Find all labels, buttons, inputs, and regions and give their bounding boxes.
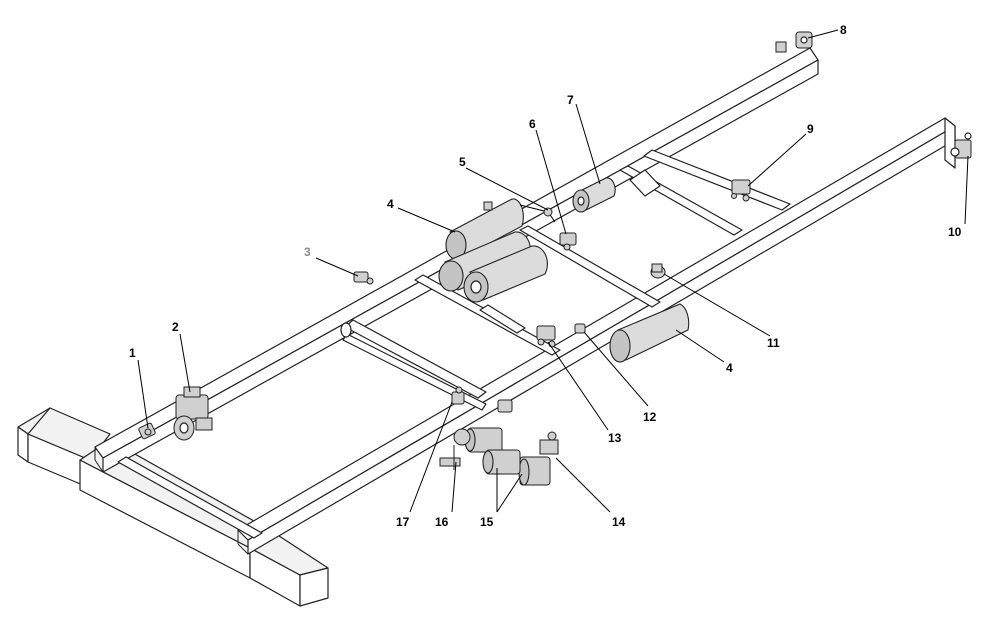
air-tank-cluster	[438, 231, 548, 303]
callout-12: 12	[643, 410, 657, 424]
callout-6: 6	[529, 117, 536, 131]
callout-11: 11	[767, 336, 780, 350]
component-6-valve	[559, 232, 577, 251]
component-13-valve	[536, 325, 556, 348]
component-7-air-tank	[572, 177, 616, 213]
callout-7: 7	[567, 93, 574, 107]
leader-lines	[137, 29, 969, 513]
callout-17: 17	[396, 515, 410, 529]
right-frame-rail	[237, 117, 956, 555]
cross-members	[117, 149, 791, 539]
callout-13: 13	[608, 431, 622, 445]
component-2-compressor	[173, 386, 213, 441]
callout-8: 8	[840, 23, 847, 37]
component-16-valve	[439, 428, 471, 470]
callout-1: 1	[129, 346, 136, 360]
component-5-pipe	[519, 204, 556, 223]
callout-2: 2	[172, 320, 179, 334]
callout-15: 15	[480, 515, 494, 529]
callout-4a: 4	[387, 197, 394, 211]
component-1-valve	[138, 422, 156, 440]
component-9-valve	[731, 179, 751, 202]
component-11-valve	[650, 263, 666, 279]
callout-10: 10	[948, 225, 962, 239]
component-12-valve	[574, 323, 586, 334]
callout-5: 5	[459, 155, 466, 169]
callout-labels: 1 2 3 4 4 5 6 7 8 9 10 11 12 13 14 15 16…	[129, 23, 962, 529]
component-10-mount	[950, 132, 972, 159]
callout-9: 9	[807, 122, 814, 136]
callout-16: 16	[435, 515, 449, 529]
component-14-chamber	[518, 431, 559, 486]
component-17-valve	[451, 386, 465, 405]
component-8-mount	[775, 31, 813, 53]
callout-4b: 4	[726, 361, 733, 375]
callout-14: 14	[612, 515, 626, 529]
component-3-valve	[353, 271, 374, 285]
callout-3: 3	[304, 245, 311, 259]
component-4-air-tank-upper	[445, 198, 524, 260]
component-4-air-tank-lower	[609, 303, 690, 363]
